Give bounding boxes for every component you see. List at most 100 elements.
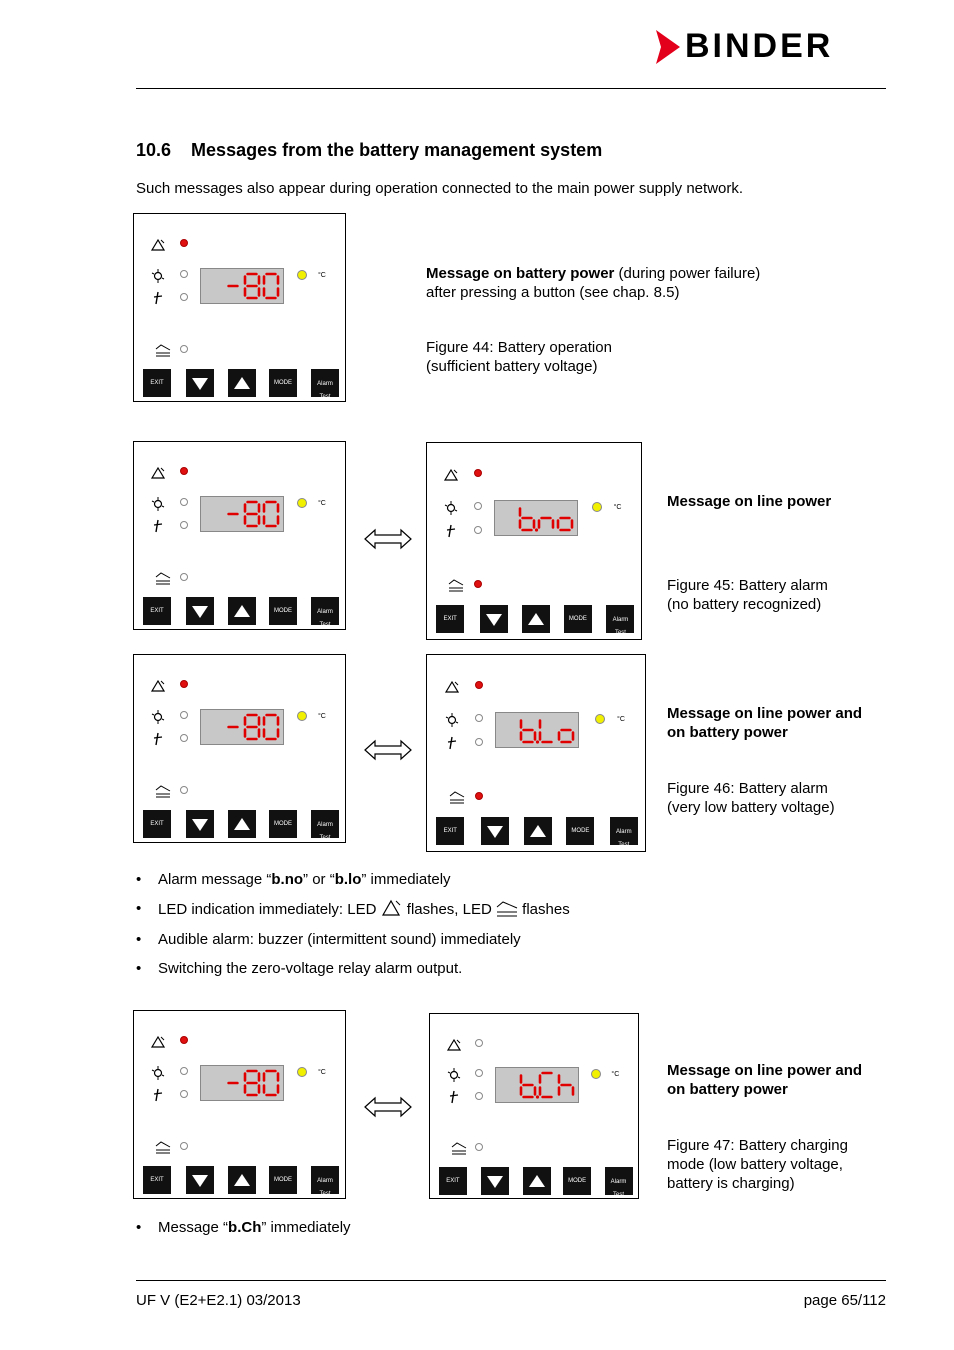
- down-button[interactable]: [186, 1166, 214, 1194]
- up-button[interactable]: [228, 369, 256, 397]
- down-button[interactable]: [186, 369, 214, 397]
- fig46-caption-line2: (very low battery voltage): [667, 799, 835, 816]
- test-label: Test: [612, 1191, 624, 1198]
- text: b.lo: [334, 871, 362, 888]
- exit-button[interactable]: EXIT: [143, 597, 171, 625]
- mode-button[interactable]: MODE: [566, 817, 595, 846]
- up-button[interactable]: [228, 1166, 256, 1194]
- up-button[interactable]: [522, 1166, 551, 1195]
- mode-button[interactable]: MODE: [269, 810, 297, 838]
- heating-led: [180, 270, 188, 278]
- arrow-down-icon: [192, 606, 208, 618]
- footer-page-number: page 65/112: [803, 1292, 886, 1309]
- cooling-icon: [153, 519, 163, 533]
- fig44-message: Message on battery power (during power f…: [426, 264, 760, 302]
- arrow-down-icon: [486, 826, 503, 839]
- display-dot: [536, 739, 540, 744]
- mode-button[interactable]: MODE: [269, 1166, 297, 1194]
- battery-led: [180, 1142, 188, 1150]
- test-label: Test: [319, 394, 331, 400]
- mode-button[interactable]: MODE: [269, 369, 297, 397]
- down-button[interactable]: [481, 1166, 510, 1195]
- intro-text: Such messages also appear during operati…: [136, 180, 744, 197]
- fig45-caption-line1: Figure 45: Battery alarm: [667, 577, 828, 594]
- cooling-icon: [153, 732, 163, 746]
- cooling-led: [180, 521, 188, 529]
- exit-button[interactable]: EXIT: [436, 605, 465, 634]
- test-label: Test: [319, 1191, 331, 1197]
- footer-rule: [136, 1280, 886, 1281]
- fig47-caption-line3: battery is charging): [667, 1175, 795, 1192]
- alarm-label: Alarm: [317, 381, 333, 387]
- arrow-up-icon: [528, 613, 545, 626]
- alarm-triangle-icon: [444, 468, 459, 481]
- heating-icon: [151, 1066, 165, 1080]
- list-item: Switching the zero-voltage relay alarm o…: [136, 959, 570, 978]
- down-button[interactable]: [186, 597, 214, 625]
- up-button[interactable]: [228, 597, 256, 625]
- exit-button[interactable]: EXIT: [436, 817, 465, 846]
- test-label: Test: [618, 842, 630, 849]
- unit-label: °C: [613, 503, 622, 511]
- exit-button[interactable]: EXIT: [143, 1166, 171, 1194]
- fig44-caption-line1: Figure 44: Battery operation: [426, 339, 612, 356]
- exit-button[interactable]: EXIT: [143, 369, 171, 397]
- fig47-caption-line2: mode (low battery voltage,: [667, 1156, 843, 1173]
- mode-button[interactable]: MODE: [563, 1166, 592, 1195]
- arrow-up-icon: [530, 825, 547, 838]
- arrow-up-icon: [234, 1174, 250, 1186]
- cooling-icon: [153, 1088, 163, 1102]
- unit-label: °C: [318, 1069, 326, 1076]
- unit-label: °C: [318, 713, 326, 720]
- down-button[interactable]: [186, 810, 214, 838]
- fig46-message: Message on line power and on battery pow…: [667, 704, 862, 742]
- alarm-led: [180, 239, 188, 247]
- up-button[interactable]: [228, 810, 256, 838]
- battery-wave-icon: [155, 344, 171, 357]
- arrow-up-icon: [234, 605, 250, 617]
- seven-segment-digits: [227, 713, 280, 741]
- test-label: Test: [319, 622, 331, 628]
- down-button[interactable]: [480, 817, 509, 846]
- text: flashes, LED: [402, 901, 496, 918]
- up-button[interactable]: [522, 605, 551, 634]
- segment-display: [200, 496, 284, 532]
- alarm-led: [180, 680, 188, 688]
- fig47-caption: Figure 47: Battery charging mode (low ba…: [667, 1136, 848, 1193]
- exit-button[interactable]: EXIT: [438, 1166, 467, 1195]
- battery-wave-icon: [155, 785, 171, 798]
- text: Alarm message “: [158, 871, 272, 888]
- alarm-led: [473, 469, 482, 478]
- unit-label: °C: [318, 500, 326, 507]
- section-title: Messages from the battery management sys…: [191, 140, 603, 160]
- cooling-led: [473, 525, 482, 534]
- mode-button[interactable]: MODE: [269, 597, 297, 625]
- down-button[interactable]: [479, 605, 508, 634]
- battery-led: [474, 792, 483, 801]
- mode-button[interactable]: MODE: [563, 605, 592, 634]
- status-led-yellow: [297, 498, 307, 508]
- double-arrow-icon: [364, 528, 412, 550]
- fig44-caption: Figure 44: Battery operation (sufficient…: [426, 338, 612, 376]
- footer-doc-id: UF V (E2+E2.1) 03/2013: [136, 1292, 301, 1309]
- status-led-yellow: [592, 501, 603, 512]
- alarm-label: Alarm: [317, 822, 333, 828]
- cooling-led: [180, 293, 188, 301]
- heating-led: [473, 501, 482, 510]
- battery-wave-icon: [155, 572, 171, 585]
- exit-button[interactable]: EXIT: [143, 810, 171, 838]
- battery-led: [473, 580, 482, 589]
- up-button[interactable]: [524, 817, 553, 846]
- fig45-message: Message on line power: [667, 493, 832, 510]
